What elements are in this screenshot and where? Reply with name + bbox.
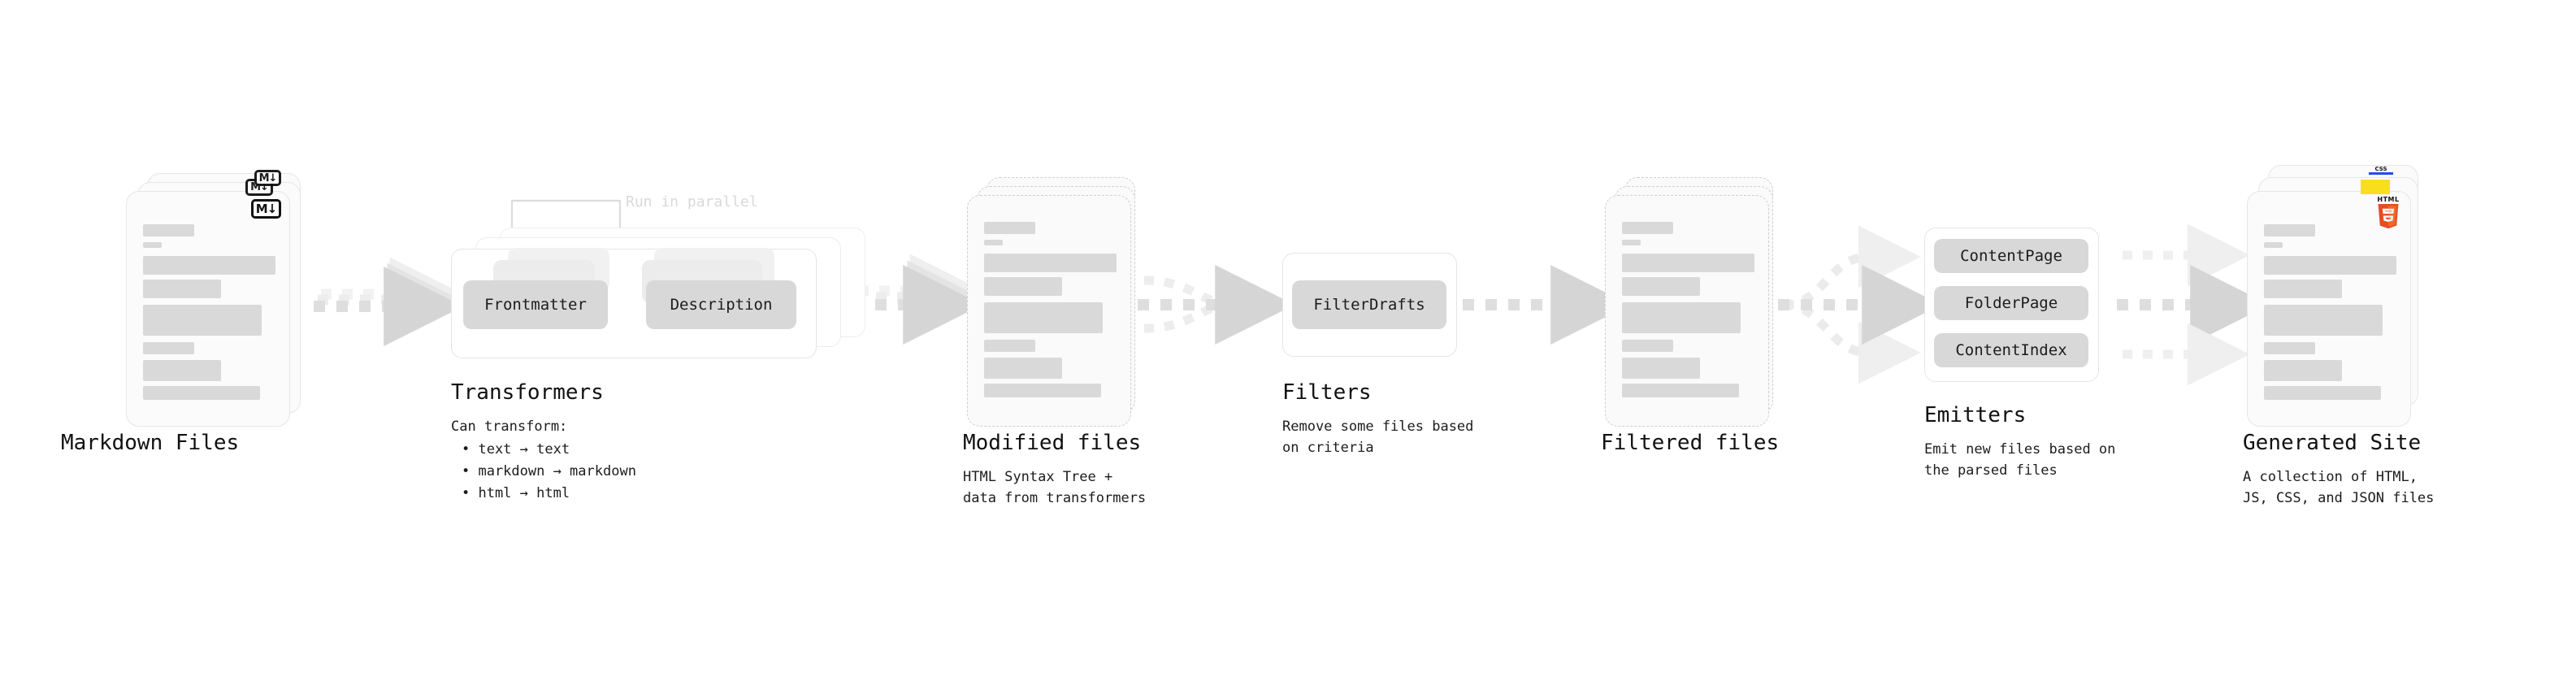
stage-caption-generated-site: A collection of HTML, JS, CSS, and JSON … [2243, 469, 2435, 507]
skeleton-line [143, 280, 221, 298]
transformer-pill-description[interactable]: Description [646, 280, 796, 329]
skeleton-line [984, 340, 1035, 352]
skeleton-line [2264, 342, 2315, 354]
stage-caption-emitters: Emit new files based on the parsed files [1924, 441, 2116, 479]
markdown-file-stack: M↓ M↓ M↓ [126, 170, 301, 427]
filtered-file-stack [1605, 177, 1780, 431]
arrow-filtered-to-emitters [1778, 225, 1942, 384]
stage-title-markdown-files: Markdown Files [61, 431, 240, 455]
transform-rule-3: • html → html [462, 485, 570, 501]
html5-icon-word: HTML [2377, 196, 2400, 203]
stage-title-filters: Filters [1282, 380, 1372, 405]
skeleton-line [984, 384, 1101, 397]
skeleton-line [984, 302, 1103, 333]
arrow-markdown-to-transformers [314, 257, 464, 346]
markdown-card-front: M↓ [126, 191, 290, 427]
css3-icon: CSS [2369, 167, 2393, 176]
modified-card-front [967, 195, 1131, 427]
stage-caption-filters: Remove some files based on criteria [1282, 419, 1474, 457]
skeleton-line [1622, 384, 1739, 397]
skeleton-line [2264, 305, 2383, 336]
markdown-icon-text: M↓ [251, 199, 281, 219]
html5-icon: HTML [2373, 196, 2404, 230]
emitter-pill-contentpage[interactable]: ContentPage [1934, 239, 2088, 273]
stage-caption-modified-files: HTML Syntax Tree + data from transformer… [963, 469, 1147, 507]
filtered-card-front [1605, 195, 1769, 427]
skeleton-line [2264, 386, 2381, 400]
skeleton-line [143, 305, 262, 336]
markdown-icon-back-2: M↓ [254, 170, 281, 186]
skeleton-line [2264, 360, 2342, 381]
skeleton-line [143, 224, 194, 236]
javascript-icon [2361, 180, 2390, 194]
skeleton-line [1622, 277, 1700, 296]
skeleton-line [1622, 240, 1641, 245]
stage-title-transformers: Transformers [451, 380, 604, 405]
skeleton-line [2264, 242, 2283, 248]
skeleton-line [143, 242, 162, 248]
skeleton-line [984, 254, 1117, 272]
generated-site-stack: HTML [2247, 165, 2422, 427]
skeleton-line [1622, 254, 1754, 272]
skeleton-line [143, 256, 275, 275]
skeleton-line [2264, 224, 2315, 236]
skeleton-line [2264, 280, 2342, 298]
stage-title-generated-site: Generated Site [2243, 431, 2422, 455]
skeleton-line [143, 386, 260, 400]
arrow-emitters-to-site [2117, 223, 2270, 386]
parallel-note: Run in parallel [626, 193, 758, 210]
skeleton-line [143, 342, 194, 354]
emitter-pill-folderpage[interactable]: FolderPage [1934, 286, 2088, 320]
transform-rule-1: • text → text [462, 441, 570, 458]
site-card-front: HTML [2247, 191, 2411, 427]
skeleton-line [984, 358, 1062, 379]
stage-title-emitters: Emitters [1924, 403, 2027, 427]
skeleton-line [984, 222, 1035, 234]
skeleton-line [1622, 340, 1673, 352]
skeleton-line [2264, 256, 2396, 275]
transform-rule-2: • markdown → markdown [462, 463, 636, 479]
html5-shield-icon [2378, 204, 2399, 229]
skeleton-line [143, 360, 221, 381]
skeleton-line [984, 277, 1062, 296]
skeleton-line [1622, 222, 1673, 234]
stage-title-filtered-files: Filtered files [1601, 431, 1780, 455]
parallel-bracket [510, 199, 622, 230]
transformer-pill-frontmatter[interactable]: Frontmatter [463, 280, 608, 329]
css3-icon-word: CSS [2374, 166, 2387, 172]
arrow-modified-to-filters [1138, 265, 1295, 345]
filter-pill-filterdrafts[interactable]: FilterDrafts [1292, 280, 1446, 329]
skeleton-line [1622, 302, 1741, 333]
skeleton-line [1622, 358, 1700, 379]
stage-title-modified-files: Modified files [963, 431, 1142, 455]
modified-file-stack [967, 177, 1142, 431]
markdown-icon: M↓ [251, 199, 281, 219]
skeleton-line [984, 240, 1003, 245]
emitter-pill-contentindex[interactable]: ContentIndex [1934, 333, 2088, 367]
transform-intro: Can transform: [451, 419, 568, 435]
